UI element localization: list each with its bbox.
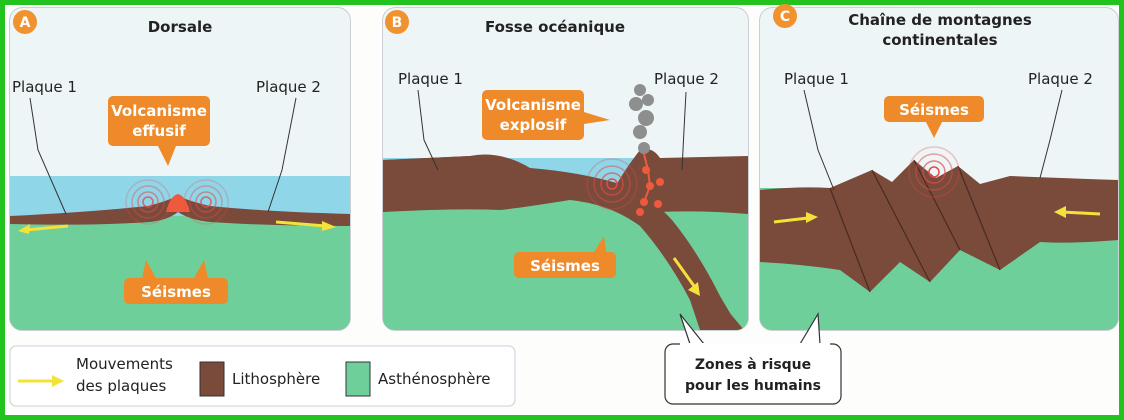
panel-a-letter: A [20, 15, 31, 31]
panel-b-volcanism-line1: Volcanisme [485, 96, 581, 114]
legend-movement-line2: des plaques [76, 377, 166, 395]
panel-c-letter: C [780, 9, 790, 25]
risk-zone-line1: Zones à risque [695, 357, 811, 373]
risk-pointer-mask [680, 343, 830, 346]
legend-movement-line1: Mouvements [76, 355, 173, 373]
panel-a-title: Dorsale [148, 18, 213, 36]
panel-b-seismes-label: Séismes [530, 257, 600, 275]
panel-b-plate-left: Plaque 1 [398, 70, 463, 88]
legend-lithosphere-swatch [200, 362, 224, 396]
panel-c-seismes-label: Séismes [899, 101, 969, 119]
movement-arrow [1062, 212, 1100, 214]
panel-c-plate-right: Plaque 2 [1028, 70, 1093, 88]
legend-lithosphere-label: Lithosphère [232, 370, 320, 388]
risk-zone-box [665, 344, 841, 404]
panel-c-title-line1: Chaîne de montagnes [848, 11, 1032, 29]
asthenosphere-area [10, 216, 350, 330]
panel-a-volcanism-line2: effusif [132, 122, 186, 140]
panel-b-letter: B [392, 15, 403, 31]
panel-a-plate-left: Plaque 1 [12, 78, 77, 96]
panel-fosse-oceanique: B Fosse océanique Plaque 1 Plaque 2 Volc… [383, 8, 748, 330]
panel-chaine-montagnes: C Chaîne de montagnes continentales Plaq… [760, 4, 1118, 330]
panel-a-volcanism-line1: Volcanisme [111, 102, 207, 120]
panel-dorsale: A Dorsale Plaque 1 Plaque 2 Volcanisme e… [10, 8, 350, 330]
panel-c-plate-left: Plaque 1 [784, 70, 849, 88]
panel-a-plate-right: Plaque 2 [256, 78, 321, 96]
legend: Mouvements des plaques Lithosphère Asthé… [10, 346, 515, 406]
panel-a-seismes-label: Séismes [141, 283, 211, 301]
legend-asthenosphere-swatch [346, 362, 370, 396]
panel-c-title-line2: continentales [882, 31, 997, 49]
risk-zone-callout: Zones à risque pour les humains [665, 314, 841, 404]
risk-zone-line2: pour les humains [685, 378, 821, 394]
panel-b-volcanism-line2: explosif [500, 116, 567, 134]
panel-b-title: Fosse océanique [485, 18, 625, 36]
panel-b-plate-right: Plaque 2 [654, 70, 719, 88]
legend-asthenosphere-label: Asthénosphère [378, 370, 491, 388]
